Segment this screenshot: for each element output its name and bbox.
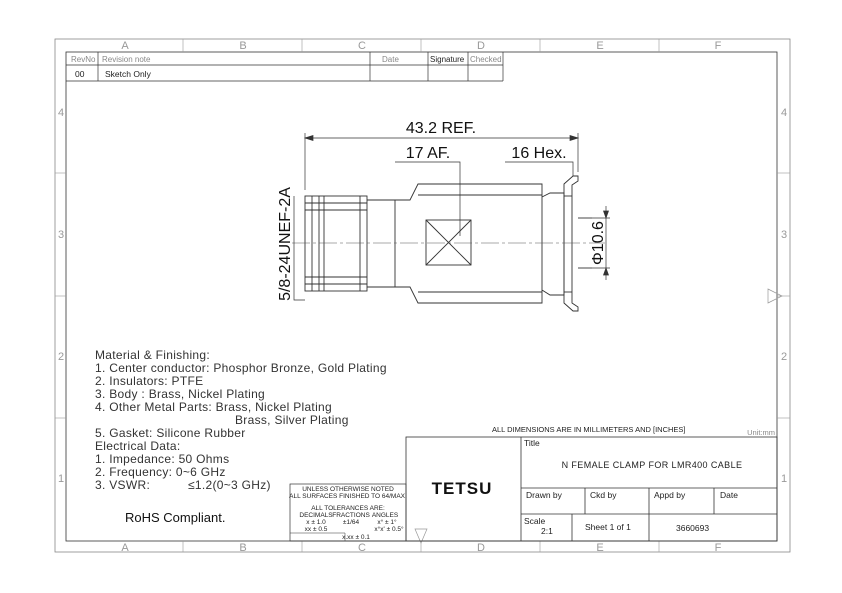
zone-col-f-top: F [715,40,722,52]
zone-col-c-top: C [358,40,366,52]
all-dimensions-note: ALL DIMENSIONS ARE IN MILLIMETERS AND [I… [492,425,686,434]
notes-line-11: 3. VSWR: [95,478,150,492]
zone-col-b-top: B [239,40,246,52]
notes-line-7: 5. Gasket: Silicone Rubber [95,426,246,440]
company-logo: TETSU [432,479,493,498]
zone-col-c-bottom: C [358,542,366,554]
drawing-number: 3660693 [676,523,709,533]
drawn-by-label: Drawn by [526,490,563,500]
across-flats-dimension: 17 AF. [406,145,450,162]
tolerance-header-fractions: FRACTIONS [332,512,370,519]
dimension-lines [293,133,610,301]
tolerance-block: UNLESS OTHERWISE NOTED ALL SURFACES FINI… [289,483,407,542]
notes-line-12: ≤1.2(0~3 GHz) [188,478,271,492]
tolerance-header-decimals: DECIMALS [299,512,333,519]
tolerance-fraction-1: ±1/64 [343,519,360,526]
tolerance-line-3: ALL TOLERANCES ARE: [311,505,385,512]
tolerance-decimal-3: x.xx ± 0.1 [342,534,370,541]
zone-row-2-left: 2 [58,351,64,363]
sheet-number: Sheet 1 of 1 [585,522,631,532]
revision-note-header: Revision note [102,55,151,64]
centering-marks [414,288,783,544]
approved-by-label: Appd by [654,490,686,500]
zone-col-a-bottom: A [121,542,129,554]
notes-line-4: 3. Body : Brass, Nickel Plating [95,387,265,401]
drawing-title: N FEMALE CLAMP FOR LMR400 CABLE [562,460,743,470]
tolerance-line-2: ALL SURFACES FINISHED TO 64/MAX. [289,493,407,500]
zone-col-f-bottom: F [715,542,722,554]
hex-dimension: 16 Hex. [511,145,566,162]
zone-col-d-top: D [477,40,485,52]
tolerance-angle-2: x°x' ± 0.5° [374,525,404,533]
zone-ticks [55,39,790,552]
zone-col-a-top: A [121,40,129,52]
scale-value: 2:1 [541,526,553,536]
rohs-statement: RoHS Compliant. [125,510,225,525]
tolerance-header-angles: ANGLES [372,512,399,519]
tolerance-angle-1: x° ± 1° [377,518,397,526]
tolerance-line-1: UNLESS OTHERWISE NOTED [302,486,394,493]
revision-table: RevNo Revision note Date Signature Check… [66,52,504,82]
notes-line-3: 2. Insulators: PTFE [95,374,203,388]
zone-row-3-left: 3 [58,229,64,241]
notes-line-5: 4. Other Metal Parts: Brass, Nickel Plat… [95,400,332,414]
zone-col-d-bottom: D [477,542,485,554]
notes-line-8: Electrical Data: [95,439,181,453]
notes-line-1: Material & Finishing: [95,348,210,362]
notes-line-9: 1. Impedance: 50 Ohms [95,452,229,466]
signature-header: Signature [430,55,465,64]
overall-length-dimension: 43.2 REF. [406,120,476,137]
revision-note-cell: Sketch Only [105,69,152,79]
title-label: Title [524,438,540,448]
zone-col-b-bottom: B [239,542,246,554]
rev-no-cell: 00 [75,69,85,79]
date-header: Date [382,55,399,64]
zone-col-e-top: E [596,40,603,52]
thread-dimension: 5/8-24UNEF-2A [277,187,294,301]
unit-label: Unit:mm [747,428,775,437]
diameter-dimension: Φ10.6 [590,221,607,265]
rev-no-header: RevNo [71,55,96,64]
connector-drawing [304,175,592,312]
zone-row-4-right: 4 [781,107,787,119]
tolerance-decimal-2: xx ± 0.5 [305,526,328,533]
notes-line-10: 2. Frequency: 0~6 GHz [95,465,226,479]
notes-line-2: 1. Center conductor: Phosphor Bronze, Go… [95,361,387,375]
scale-label: Scale [524,516,546,526]
title-block: ALL DIMENSIONS ARE IN MILLIMETERS AND [I… [405,425,778,542]
zone-col-e-bottom: E [596,542,603,554]
date-label: Date [720,490,738,500]
zone-row-1-left: 1 [58,473,64,485]
tolerance-decimal-1: x ± 1.0 [306,519,326,526]
zone-row-2-right: 2 [781,351,787,363]
zone-row-4-left: 4 [58,107,64,119]
zone-row-1-right: 1 [781,473,787,485]
notes-line-6: Brass, Silver Plating [235,413,349,427]
zone-row-3-right: 3 [781,229,787,241]
material-notes: Material & Finishing: 1. Center conducto… [95,348,387,492]
checked-by-label: Ckd by [590,490,617,500]
checked-header: Checked [470,55,502,64]
